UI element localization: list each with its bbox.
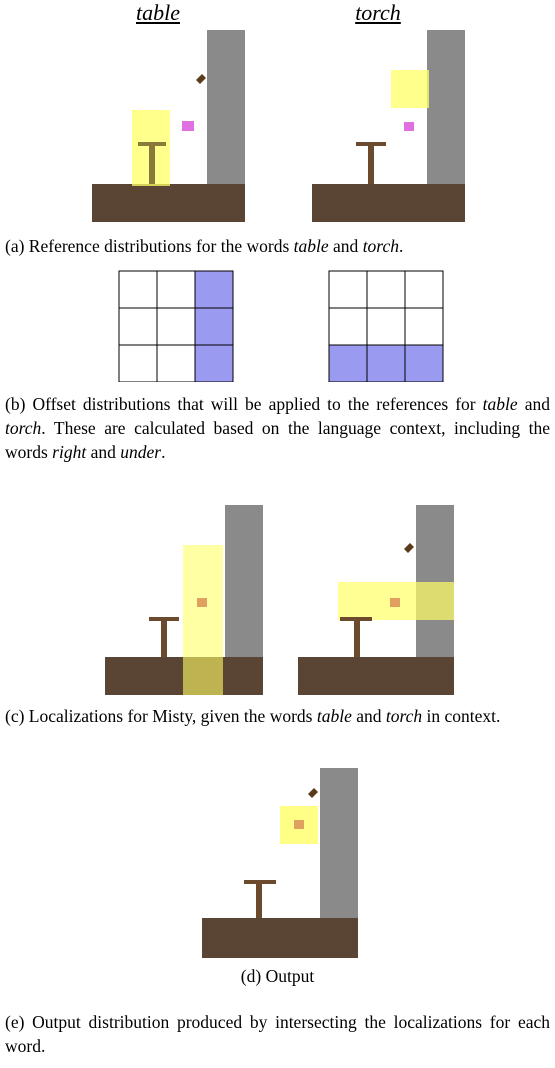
offset-grid-torch — [328, 270, 444, 387]
offset-grid-table — [118, 270, 234, 387]
scene-localization-torch — [298, 505, 454, 695]
caption-b: (b) Offset distributions that will be ap… — [5, 394, 550, 462]
scene-localization-table — [105, 505, 263, 695]
offset-grid-torch-cell — [328, 270, 368, 309]
offset-grid-torch-cell — [366, 307, 406, 346]
offset-grid-table-cell — [194, 307, 234, 346]
caption-d: (d) Output — [240, 966, 315, 986]
scene-reference-torch — [312, 30, 465, 222]
offset-grid-table-cell — [118, 307, 158, 346]
offset-grid-torch-cell — [366, 270, 406, 309]
caption-c: (c) Localizations for Misty, given the w… — [5, 706, 501, 726]
offset-grid-table-cell — [156, 270, 196, 309]
caption-e: (e) Output distribution produced by inte… — [5, 1012, 550, 1056]
panel-a-title-table: table — [136, 0, 180, 25]
scene-output — [202, 768, 358, 958]
offset-grid-table-cell — [118, 270, 158, 309]
offset-grid-torch-cell — [404, 307, 444, 346]
offset-grid-table-cell — [156, 307, 196, 346]
scene-reference-table — [92, 30, 245, 222]
offset-grid-torch-cell — [404, 344, 444, 383]
offset-grid-torch-cell — [328, 344, 368, 383]
offset-grid-table-cell — [156, 344, 196, 383]
offset-grid-torch-cell — [404, 270, 444, 309]
caption-a: (a) Reference distributions for the word… — [5, 236, 404, 256]
offset-grid-table-cell — [194, 270, 234, 309]
offset-grid-table-cell — [118, 344, 158, 383]
panel-a-title-torch: torch — [355, 0, 401, 25]
offset-grid-table-cell — [194, 344, 234, 383]
offset-grid-torch-cell — [366, 344, 406, 383]
offset-grid-torch-cell — [328, 307, 368, 346]
